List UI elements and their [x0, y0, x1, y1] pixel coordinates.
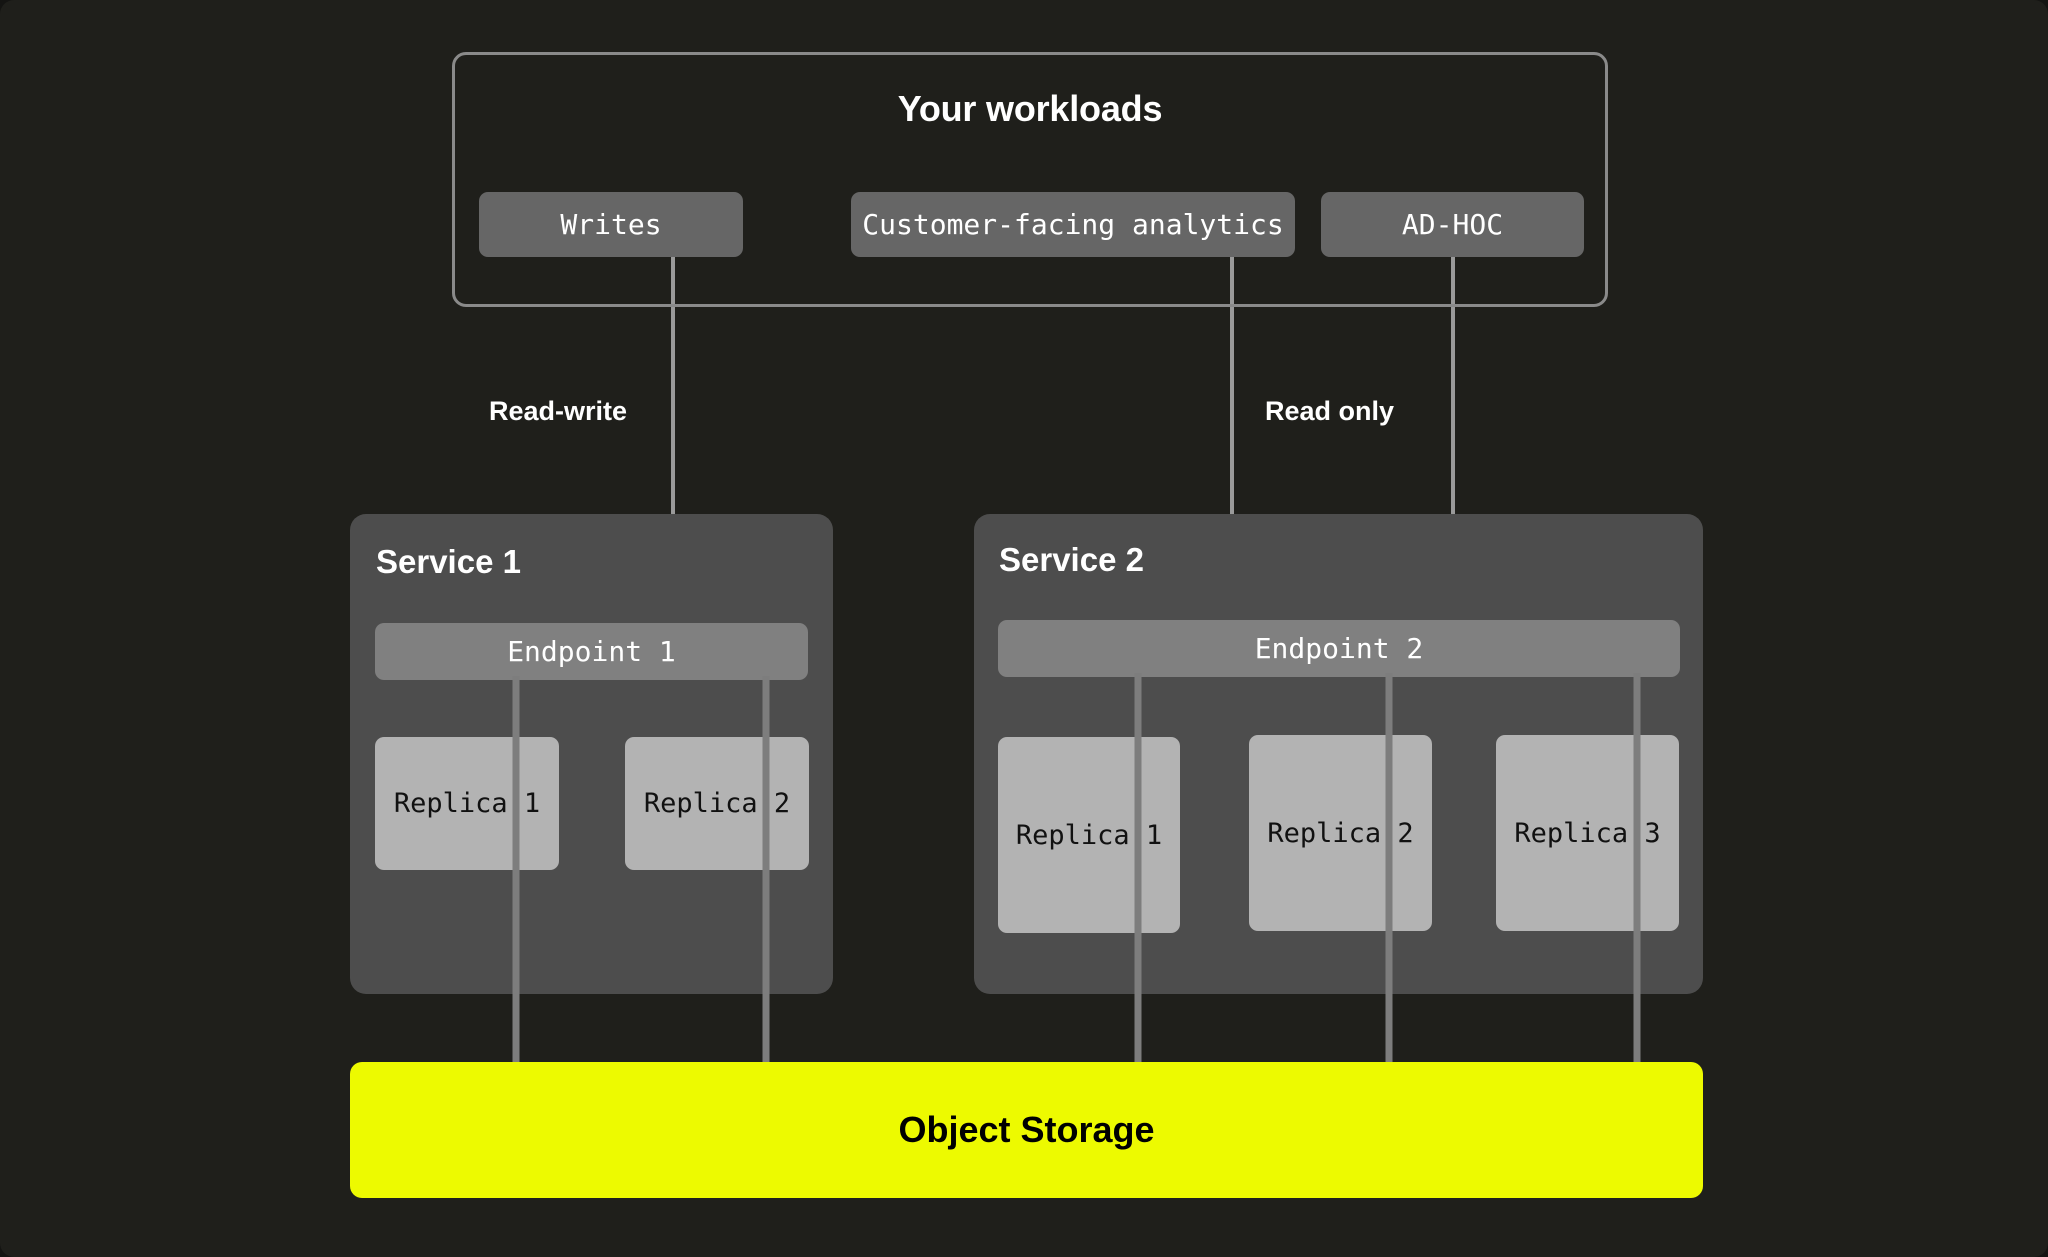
service-2-replica-1[interactable]: Replica 1 — [998, 737, 1180, 933]
workloads-title: Your workloads — [897, 88, 1163, 129]
workload-writes[interactable]: Writes — [479, 192, 743, 257]
endpoint-2[interactable]: Endpoint 2 — [998, 620, 1680, 677]
service-2-title: Service 2 — [999, 541, 1144, 578]
service-1-replica-1[interactable]: Replica 1 — [375, 737, 559, 870]
workloads-container — [452, 52, 1608, 307]
workload-customer-facing-analytics[interactable]: Customer-facing analytics — [851, 192, 1295, 257]
service-2-replica-2[interactable]: Replica 2 — [1249, 735, 1432, 931]
service-2-replica-3[interactable]: Replica 3 — [1496, 735, 1679, 931]
edge-label-read-write: Read-write — [489, 396, 628, 426]
endpoint-1[interactable]: Endpoint 1 — [375, 623, 808, 680]
edge-label-read-only: Read only — [1265, 396, 1395, 426]
service-1-title: Service 1 — [376, 543, 521, 580]
object-storage-label: Object Storage — [898, 1109, 1155, 1150]
workload-ad-hoc[interactable]: AD-HOC — [1321, 192, 1584, 257]
service-1-replica-2[interactable]: Replica 2 — [625, 737, 809, 870]
object-storage-bar[interactable]: Object Storage — [350, 1062, 1703, 1198]
